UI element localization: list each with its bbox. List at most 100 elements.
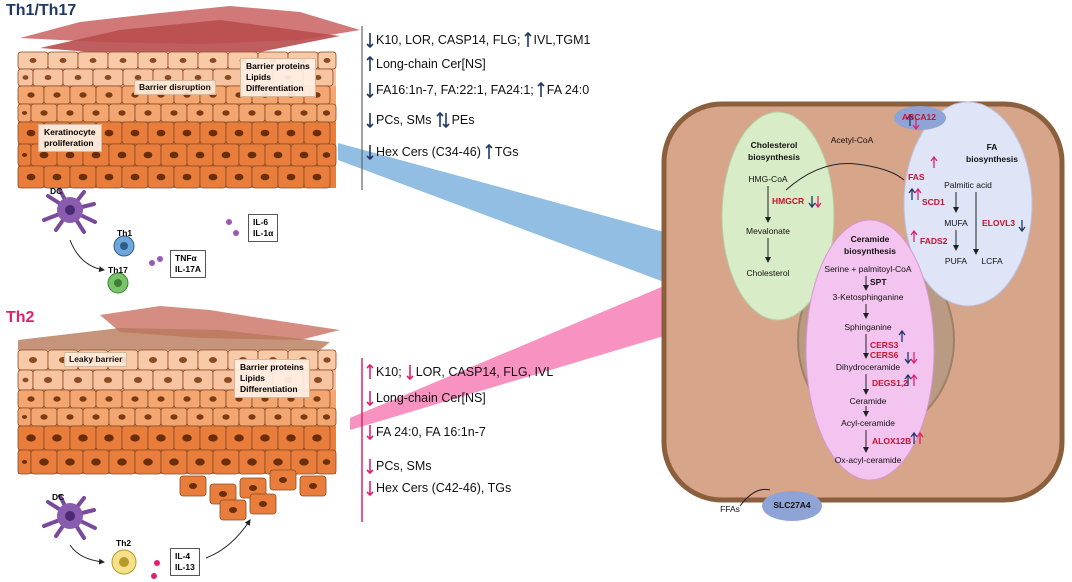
th2-finding-3-text: FA 24:0, FA 16:1n-7: [376, 425, 486, 439]
hmg-coa-label: HMG-CoA: [748, 174, 788, 184]
ceramide-step-1: Serine + palmitoyl-CoA: [824, 264, 912, 274]
scd1-label: SCD1: [922, 197, 945, 207]
th2-finding-3: FA 24:0, FA 16:1n-7: [366, 424, 486, 440]
nucleus-icon: [66, 110, 74, 116]
nucleus-icon: [221, 458, 231, 466]
nucleus-icon: [21, 153, 28, 157]
nucleus-icon: [149, 357, 157, 363]
nucleus-icon: [39, 151, 49, 159]
cholesterol-title-2: biosynthesis: [748, 152, 800, 162]
nucleus-icon: [169, 458, 179, 466]
nucleus-icon: [248, 414, 256, 420]
nucleus-icon: [44, 377, 52, 383]
nucleus-icon: [312, 173, 322, 181]
nucleus-icon: [156, 129, 166, 137]
th2-finding-1: K10; LOR, CASP14, FLG, IVL: [366, 364, 553, 380]
cholesterol-label: Cholesterol: [746, 268, 790, 278]
nucleus-icon: [221, 151, 231, 159]
nucleus-icon: [224, 74, 232, 81]
nucleus-icon: [164, 74, 172, 81]
nucleus-icon: [209, 357, 217, 363]
nucleus-icon: [260, 129, 270, 137]
ceramide-step-6: Acyl-ceramide: [841, 418, 895, 428]
nucleus-icon: [312, 434, 322, 442]
th2-label: Th2: [116, 538, 132, 548]
ceramide-step-5: Ceramide: [849, 396, 887, 406]
barrier-disruption-label: Barrier disruption: [134, 80, 216, 95]
nucleus-icon: [134, 74, 142, 81]
nucleus-icon: [29, 357, 37, 363]
nucleus-icon: [234, 129, 244, 137]
nucleus-icon: [260, 173, 270, 181]
tnfa-text: TNFα: [175, 253, 197, 263]
th2-finding-4-text: PCs, SMs: [376, 459, 432, 473]
th2-finding-2: Long-chain Cer[NS]: [366, 390, 486, 406]
nucleus-icon: [118, 414, 126, 420]
dc-label-2: DC: [52, 492, 65, 502]
nucleus-icon: [44, 74, 52, 81]
fads2-label: FADS2: [920, 236, 948, 246]
nucleus-icon: [105, 396, 113, 402]
keratinocyte-proliferation-label: Keratinocyte proliferation: [38, 124, 102, 152]
nucleus-icon: [27, 396, 35, 402]
th1-finding-1-text-b: IVL,TGM1: [533, 33, 591, 47]
dc-cell-icon-2: [42, 494, 97, 540]
th2-finding-5-text: Hex Cers (C42-46), TGs: [376, 481, 512, 495]
th1-finding-4-text: PCs, SMs: [376, 113, 432, 127]
nucleus-icon: [286, 129, 296, 137]
nucleus-icon: [27, 92, 35, 98]
th1-section-title: Th1/Th17: [6, 2, 77, 19]
nucleus-icon: [91, 458, 101, 466]
nucleus-icon: [66, 414, 74, 420]
nucleus-icon: [22, 75, 29, 80]
nucleus-icon: [260, 434, 270, 442]
nucleus-icon: [274, 110, 282, 116]
nucleus-icon: [194, 74, 202, 81]
il4-text: IL-4: [175, 551, 191, 561]
th17-label: Th17: [108, 265, 128, 275]
nucleus-icon: [53, 92, 61, 98]
th1-finding-3: FA16:1n-7, FA:22:1, FA24:1; FA 24:0: [366, 82, 589, 98]
nucleus-icon: [156, 173, 166, 181]
nucleus-icon: [104, 173, 114, 181]
nucleus-icon: [195, 458, 205, 466]
elovl3-label: ELOVL3: [982, 218, 1016, 228]
th1-finding-2-text: Long-chain Cer[NS]: [376, 57, 486, 71]
nucleus-icon: [314, 74, 322, 81]
nucleus-icon: [143, 151, 153, 159]
slc27a4-transporter: [762, 491, 822, 521]
il13-text: IL-13: [175, 562, 195, 572]
nucleus-icon: [273, 458, 283, 466]
th1-skin-block: [17, 6, 360, 189]
fas-label: FAS: [908, 172, 925, 182]
keratinocyte-line-1: Keratinocyte: [44, 127, 96, 137]
mevalonate-label: Mevalonate: [746, 226, 790, 236]
nucleus-icon: [234, 173, 244, 181]
nucleus-icon: [219, 491, 227, 497]
ceramide-title-1: Ceramide: [850, 234, 890, 244]
nucleus-icon: [300, 110, 308, 116]
nucleus-icon: [299, 151, 309, 159]
th1-finding-4: PCs, SMs PEs: [366, 112, 475, 128]
nucleus-icon: [208, 129, 218, 137]
nucleus-icon: [323, 57, 331, 64]
nucleus-icon: [179, 357, 187, 363]
enzyme-arrows: [808, 113, 1026, 444]
nucleus-icon: [119, 57, 127, 64]
nucleus-icon: [143, 458, 153, 466]
nucleus-icon: [209, 57, 217, 64]
differentiation-line: Differentiation: [246, 83, 304, 93]
nucleus-icon: [323, 357, 331, 363]
nucleus-icon: [314, 377, 322, 383]
ceramide-module: [805, 219, 935, 481]
nucleus-icon: [182, 129, 192, 137]
th1-findings: K10, LOR, CASP14, FLG; IVL,TGM1 Long-cha…: [366, 28, 656, 198]
nucleus-icon: [247, 458, 257, 466]
nucleus-icon: [279, 477, 287, 483]
pufa-label: PUFA: [944, 256, 968, 266]
ceramide-step-3: Sphinganine: [844, 322, 892, 332]
th2-findings: K10; LOR, CASP14, FLG, IVL Long-chain Ce…: [366, 362, 656, 522]
nucleus-icon: [164, 377, 172, 383]
abca12-transporter: [894, 106, 946, 130]
degs-label: DEGS1,2: [872, 378, 908, 388]
